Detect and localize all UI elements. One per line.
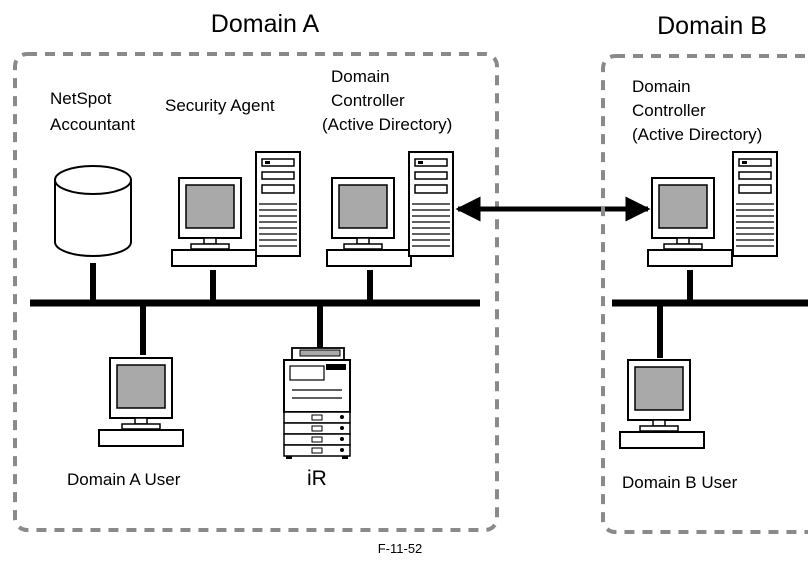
domain-b: Domain B Domain Controller (Active Direc… (601, 12, 808, 534)
tower-icon (732, 151, 778, 257)
domain-b-title: Domain B (657, 12, 767, 40)
controller-b-label-line-2: Controller (632, 101, 706, 120)
controller-b-label-line-3: (Active Directory) (632, 125, 762, 144)
computer-icon (109, 357, 173, 430)
figure-caption: F-11-52 (378, 541, 423, 556)
computer-icon (627, 359, 691, 432)
accountant-label-line-1: NetSpot (50, 89, 112, 108)
desk-icon (647, 249, 733, 267)
security-agent-label: Security Agent (165, 96, 275, 115)
computer-icon (178, 177, 242, 250)
domain-a-user-label: Domain A User (67, 470, 181, 489)
accountant-label-line-2: Accountant (50, 115, 135, 134)
controller-b-label-line-1: Domain (632, 77, 691, 96)
desk-icon (171, 249, 257, 267)
database-icon (54, 165, 132, 257)
printer-label: iR (307, 467, 327, 490)
domain-b-border (601, 54, 808, 534)
desk-icon (98, 429, 184, 447)
computer-icon (651, 177, 715, 250)
computer-icon (331, 177, 395, 250)
domain-a-title: Domain A (211, 10, 320, 38)
tower-icon (255, 151, 301, 257)
printer-icon (283, 347, 351, 459)
desk-icon (326, 249, 412, 267)
controller-a-label-line-3: (Active Directory) (322, 115, 452, 134)
controller-a-label-line-2: Controller (331, 91, 405, 110)
desk-icon (619, 431, 705, 449)
domain-b-user-label: Domain B User (622, 473, 738, 492)
domain-a-border (13, 52, 499, 532)
controller-a-label-line-1: Domain (331, 67, 390, 86)
tower-icon (408, 151, 454, 257)
domain-a: Domain A NetSpot Accountant Security Age… (13, 10, 499, 532)
